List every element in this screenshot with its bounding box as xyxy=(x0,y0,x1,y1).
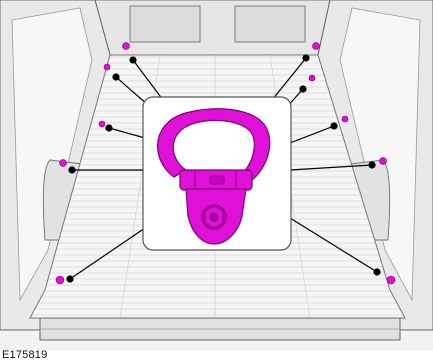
tie-down-point xyxy=(342,116,348,122)
tie-down-point xyxy=(309,75,315,81)
tie-down-point xyxy=(60,160,67,167)
leader-dot xyxy=(369,162,375,168)
tie-down-point xyxy=(99,121,105,127)
tie-down-point xyxy=(56,276,64,284)
figure-reference-code: E175819 xyxy=(2,349,47,361)
leader-dot xyxy=(113,74,119,80)
tie-down-point xyxy=(387,276,395,284)
leader-dot xyxy=(130,57,136,63)
leader-dot xyxy=(303,55,309,61)
lashing-ring-inset xyxy=(143,97,291,250)
tie-down-point xyxy=(123,43,130,50)
tie-down-point xyxy=(380,158,387,165)
leader-dot xyxy=(106,125,112,131)
leader-dot xyxy=(331,123,337,129)
leader-dot xyxy=(69,167,75,173)
leader-dot xyxy=(374,269,380,275)
tie-down-point xyxy=(104,64,110,70)
leader-dot xyxy=(67,276,73,282)
leader-dot xyxy=(300,86,306,92)
tie-down-point xyxy=(313,43,320,50)
